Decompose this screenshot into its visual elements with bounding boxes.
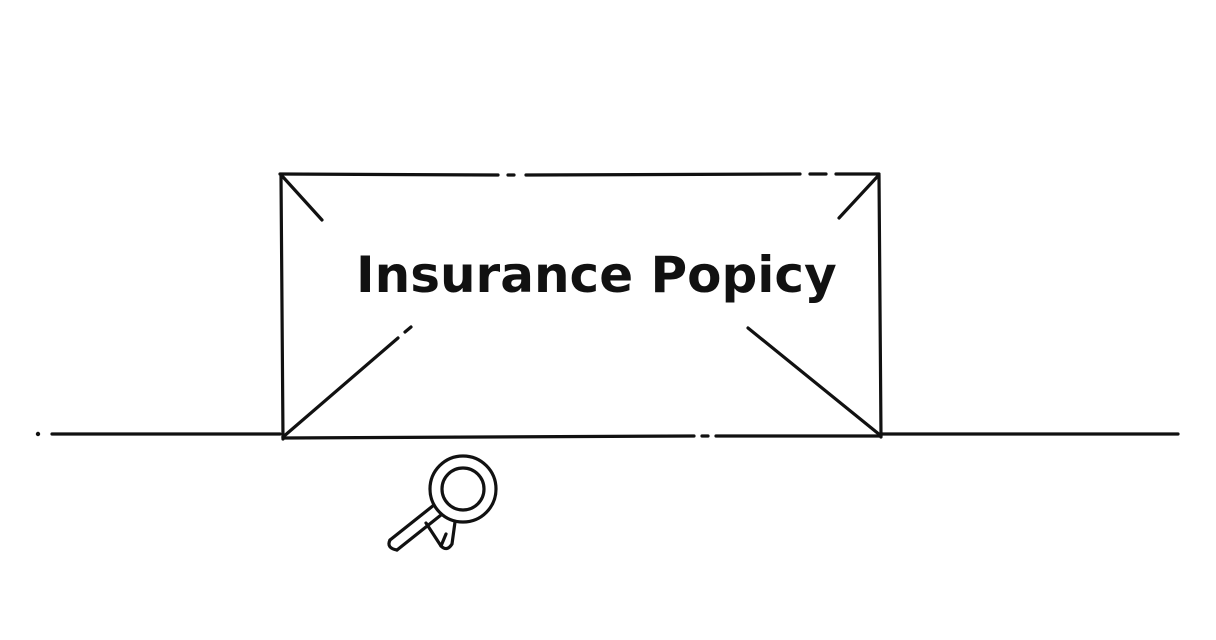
envelope-title: Insurance Popicy [356,246,837,304]
envelope-outline [278,172,883,441]
key-icon [387,454,498,552]
envelope-flap-lines [281,175,882,439]
ground-line [35,431,1180,437]
